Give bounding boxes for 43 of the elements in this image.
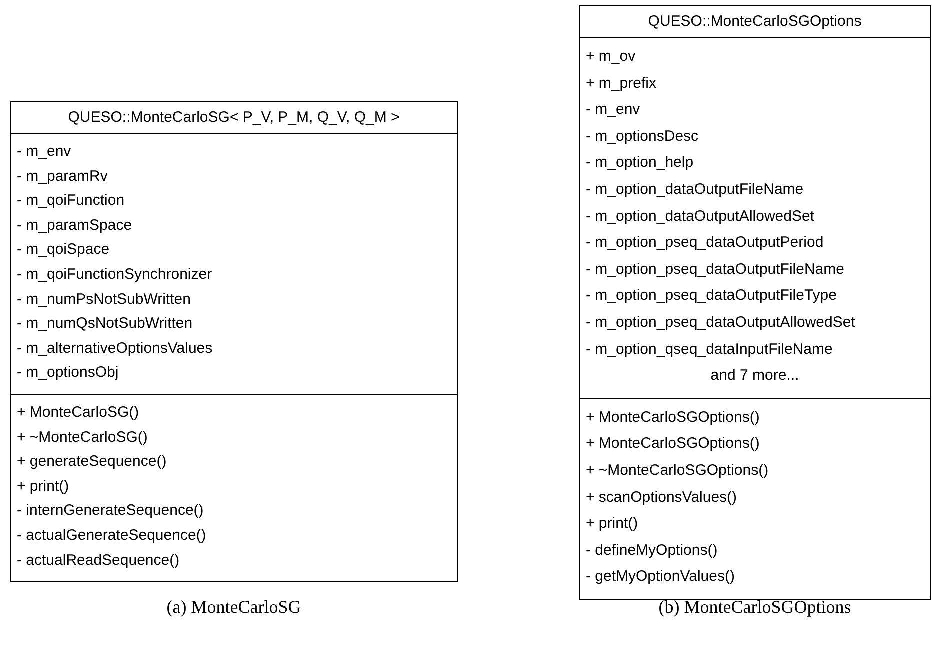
- attribute-text: - m_option_qseq_dataInputFileName: [586, 340, 834, 360]
- attribute-text: - m_option_pseq_dataOutputFileType: [586, 286, 838, 306]
- operation-text: + print(): [586, 514, 640, 534]
- operation-text: - actualReadSequence(): [17, 550, 181, 570]
- attribute-text: + m_prefix: [586, 74, 658, 94]
- attribute-text: - m_qoiFunctionSynchronizer: [17, 264, 214, 285]
- operation-text: - actualGenerateSequence(): [17, 526, 208, 546]
- attribute-text: - m_option_pseq_dataOutputPeriod: [586, 233, 825, 254]
- operation-text: + MonteCarloSG(): [17, 402, 140, 423]
- attribute-text: - m_numQsNotSubWritten: [17, 314, 194, 334]
- attribute-text: - m_option_dataOutputAllowedSet: [586, 206, 816, 227]
- attribute-text: - m_qoiSpace: [17, 240, 111, 260]
- class-box: [579, 5, 931, 600]
- attribute-text: + m_ov: [586, 47, 637, 67]
- attribute-text: - m_option_dataOutputFileName: [586, 180, 805, 200]
- attribute-text: - m_numPsNotSubWritten: [17, 290, 192, 310]
- class-box: [10, 101, 458, 582]
- attribute-text: - m_option_help: [586, 153, 695, 174]
- operation-text: + MonteCarloSGOptions(): [586, 408, 761, 428]
- operation-text: - getMyOptionValues(): [586, 567, 736, 588]
- class-name: QUESO::MonteCarloSG< P_V, P_M, Q_V, Q_M >: [67, 108, 401, 128]
- attribute-text: - m_qoiFunction: [17, 191, 126, 212]
- more-note: and 7 more...: [710, 366, 800, 386]
- attribute-text: - m_alternativeOptionsValues: [17, 338, 214, 359]
- class-name: QUESO::MonteCarloSGOptions: [647, 12, 863, 32]
- attribute-text: - m_paramSpace: [17, 216, 134, 236]
- figure-caption: (a) MonteCarloSG: [166, 597, 302, 618]
- operation-text: - internGenerateSequence(): [17, 501, 205, 522]
- operation-text: + print(): [17, 476, 70, 497]
- operation-text: + MonteCarloSGOptions(): [586, 434, 761, 454]
- operation-text: + ~MonteCarloSG(): [17, 428, 149, 448]
- attribute-text: - m_option_pseq_dataOutputAllowedSet: [586, 312, 856, 333]
- attribute-text: - m_option_pseq_dataOutputFileName: [586, 260, 846, 280]
- attribute-text: - m_env: [17, 142, 72, 162]
- operation-text: + ~MonteCarloSGOptions(): [586, 460, 770, 481]
- operation-text: + scanOptionsValues(): [586, 488, 738, 508]
- attribute-text: - m_optionsObj: [17, 363, 120, 384]
- operation-text: + generateSequence(): [17, 452, 168, 472]
- attribute-text: - m_env: [586, 100, 642, 120]
- figure-caption: (b) MonteCarloSGOptions: [658, 597, 852, 618]
- attribute-text: - m_paramRv: [17, 166, 109, 187]
- operation-text: - defineMyOptions(): [586, 540, 719, 561]
- attribute-text: - m_optionsDesc: [586, 126, 700, 147]
